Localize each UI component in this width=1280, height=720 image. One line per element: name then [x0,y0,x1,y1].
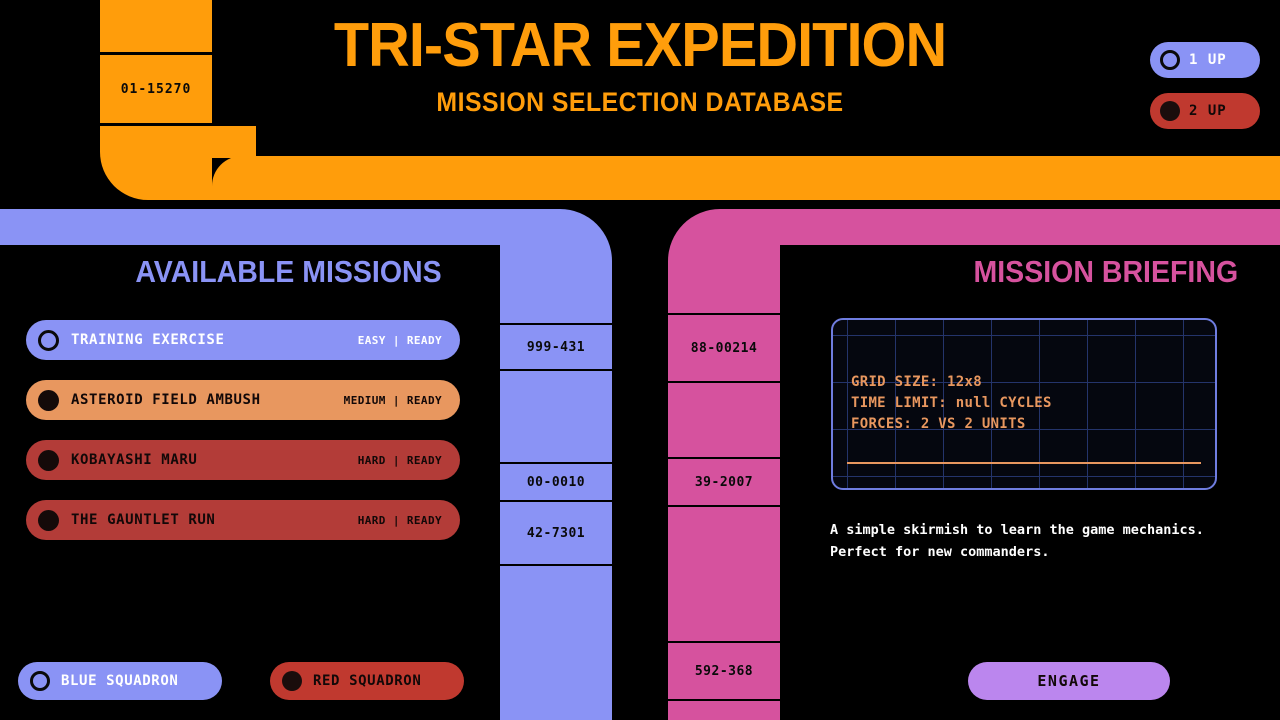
right-rail-block-2 [668,383,780,457]
player-1-button[interactable]: 1 UP [1150,42,1260,78]
briefing-divider-line [847,462,1201,464]
left-frame-top-bar [0,209,540,245]
header-rail-top-block [100,0,212,52]
red-squadron-label: RED SQUADRON [313,673,422,689]
header-code-label: 01-15270 [120,81,192,97]
blue-squadron-button[interactable]: BLUE SQUADRON [18,662,222,700]
solid-dot-icon [282,671,302,691]
header-elbow [100,126,212,200]
mission-status-badge: EASY | READY [357,333,442,347]
mission-row[interactable]: ASTEROID FIELD AMBUSH MEDIUM | READY [26,380,460,420]
mission-row[interactable]: THE GAUNTLET RUN HARD | READY [26,500,460,540]
solid-dot-icon [1160,101,1180,121]
app-subtitle: MISSION SELECTION DATABASE [436,87,844,118]
left-rail-block-3 [500,566,612,720]
right-rail-code-2[interactable]: 39-2007 [668,459,780,505]
player-2-label: 2 UP [1189,103,1227,119]
left-rail-block-2 [500,371,612,462]
briefing-stat-line: FORCES: 2 VS 2 UNITS [851,416,1026,432]
briefing-grid-background [833,320,1215,488]
left-rail-code-1[interactable]: 999-431 [500,325,612,369]
ring-icon [30,671,50,691]
header-elbow-notch [212,126,256,158]
right-rail-block-1 [668,301,780,313]
right-rail-code-1-label: 88-00214 [690,340,758,356]
right-rail-code-3[interactable]: 592-368 [668,643,780,699]
briefing-stat-line: TIME LIMIT: null CYCLES [851,395,1052,411]
ring-icon [1160,50,1180,70]
briefing-description-line: Perfect for new commanders. [830,544,1050,560]
mission-name: TRAINING EXERCISE [71,332,225,348]
briefing-stat-line: GRID SIZE: 12x8 [851,374,982,390]
mission-row[interactable]: KOBAYASHI MARU HARD | READY [26,440,460,480]
right-rail-code-2-label: 39-2007 [694,474,754,490]
player-2-button[interactable]: 2 UP [1150,93,1260,129]
right-rail-block-4 [668,701,780,720]
mission-name: ASTEROID FIELD AMBUSH [71,392,261,408]
mission-briefing-heading: MISSION BRIEFING [973,254,1239,289]
right-rail-block-3 [668,507,780,641]
red-squadron-button[interactable]: RED SQUADRON [270,662,464,700]
left-rail-code-2-label: 00-0010 [526,474,586,490]
mission-name: THE GAUNTLET RUN [71,512,216,528]
briefing-description-line: A simple skirmish to learn the game mech… [830,522,1204,538]
briefing-description: A simple skirmish to learn the game mech… [830,519,1220,563]
ring-icon [38,329,59,351]
title-block: TRI-STAR EXPEDITION MISSION SELECTION DA… [240,14,1040,118]
left-rail-block-1 [500,301,612,323]
solid-icon [38,389,59,411]
header-code-block: 01-15270 [100,55,212,123]
mission-status-badge: HARD | READY [357,513,442,527]
mission-name: KOBAYASHI MARU [71,452,198,468]
blue-squadron-label: BLUE SQUADRON [61,673,179,689]
right-rail-code-1[interactable]: 88-00214 [668,315,780,381]
solid-icon [38,449,59,471]
header-bar [212,156,1280,200]
left-rail-code-3[interactable]: 42-7301 [500,502,612,564]
right-rail-code-3-label: 592-368 [694,663,754,679]
right-frame-elbow [668,209,780,301]
mission-status-badge: MEDIUM | READY [343,393,442,407]
right-frame-top-bar [740,209,1280,245]
left-rail-code-1-label: 999-431 [526,339,586,355]
left-frame-elbow [500,209,612,301]
solid-icon [38,509,59,531]
player-1-label: 1 UP [1189,52,1227,68]
mission-status-badge: HARD | READY [357,453,442,467]
mission-list: TRAINING EXERCISE EASY | READY ASTEROID FI… [26,320,460,560]
available-missions-heading: AVAILABLE MISSIONS [135,254,442,289]
left-rail-code-3-label: 42-7301 [526,525,586,541]
app-title: TRI-STAR EXPEDITION [333,11,947,80]
engage-button-label: ENGAGE [1037,672,1101,690]
mission-row[interactable]: TRAINING EXERCISE EASY | READY [26,320,460,360]
left-rail-code-2[interactable]: 00-0010 [500,464,612,500]
engage-button[interactable]: ENGAGE [968,662,1170,700]
